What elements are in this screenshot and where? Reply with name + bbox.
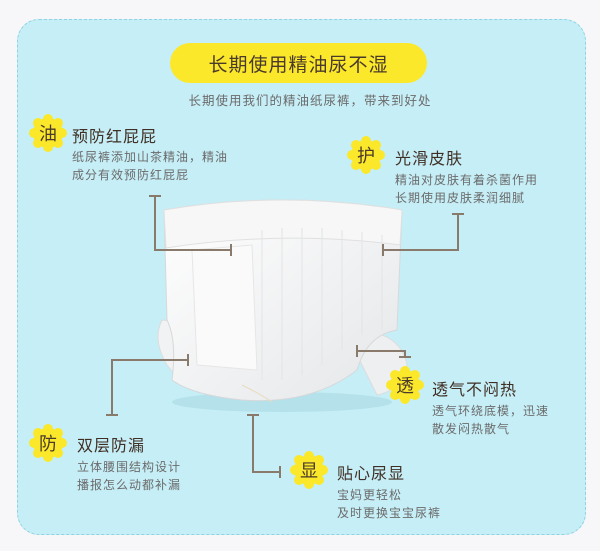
callout-line <box>279 466 281 478</box>
diaper-product-image <box>152 190 410 415</box>
callout-line <box>452 213 464 215</box>
callout-line <box>356 345 358 357</box>
feature-desc-line: 长期使用皮肤柔润细腻 <box>395 191 526 205</box>
page-subtitle: 长期使用我们的精油纸尿裤，带来到好处 <box>188 93 432 108</box>
page-title: 长期使用精油尿不湿 <box>170 43 427 83</box>
callout-line <box>154 249 231 251</box>
callout-line <box>399 356 411 358</box>
badge-label: 护 <box>357 146 375 167</box>
flower-badge-icon <box>290 451 328 489</box>
feature-desc-line: 纸尿裤添加山茶精油，精油 <box>72 150 229 164</box>
feature-desc-line: 透气环绕底模，迅速 <box>432 404 550 418</box>
badge-label: 防 <box>39 434 57 455</box>
badge-label: 显 <box>300 461 318 482</box>
callout-line <box>111 359 113 415</box>
feature-desc-line: 精油对皮肤有着杀菌作用 <box>395 173 539 187</box>
callout-line <box>252 414 254 472</box>
flower-badge-icon <box>29 114 67 152</box>
callout-line <box>154 195 156 250</box>
callout-line <box>457 213 459 251</box>
feature-badge-leakproof: 防 <box>29 424 67 462</box>
callout-line <box>111 359 188 361</box>
feature-desc-line: 播报怎么动都补漏 <box>77 478 182 492</box>
feature-desc-line: 宝妈更轻松 <box>337 488 403 502</box>
callout-line <box>404 350 406 357</box>
callout-line <box>247 414 259 416</box>
feature-badge-protect: 护 <box>347 136 385 174</box>
feature-badge-oil: 油 <box>29 114 67 152</box>
callout-line <box>382 244 384 256</box>
page-title-text: 长期使用精油尿不湿 <box>208 53 389 76</box>
badge-label: 透 <box>396 376 414 397</box>
feature-desc-line: 成分有效预防红屁屁 <box>72 168 190 182</box>
feature-title: 贴心尿显 <box>337 464 406 483</box>
callout-line <box>149 195 161 197</box>
feature-title: 光滑皮肤 <box>395 149 464 168</box>
flower-badge-icon <box>347 136 385 174</box>
feature-badge-indicator: 显 <box>290 451 328 489</box>
callout-line <box>106 414 118 416</box>
feature-title: 透气不闷热 <box>432 380 518 399</box>
feature-badge-breathable: 透 <box>386 366 424 404</box>
feature-title: 预防红屁屁 <box>72 127 158 146</box>
callout-line <box>383 249 459 251</box>
feature-desc-line: 及时更换宝宝尿裤 <box>337 506 442 520</box>
feature-desc-line: 立体腰围结构设计 <box>77 460 182 474</box>
callout-line <box>252 471 280 473</box>
flower-badge-icon <box>29 424 67 462</box>
callout-line <box>187 354 189 366</box>
feature-desc-line: 散发闷热散气 <box>432 422 511 436</box>
callout-line <box>356 350 406 352</box>
feature-title: 双层防漏 <box>77 436 146 455</box>
flower-badge-icon <box>386 366 424 404</box>
callout-line <box>230 244 232 256</box>
badge-label: 油 <box>39 124 57 145</box>
